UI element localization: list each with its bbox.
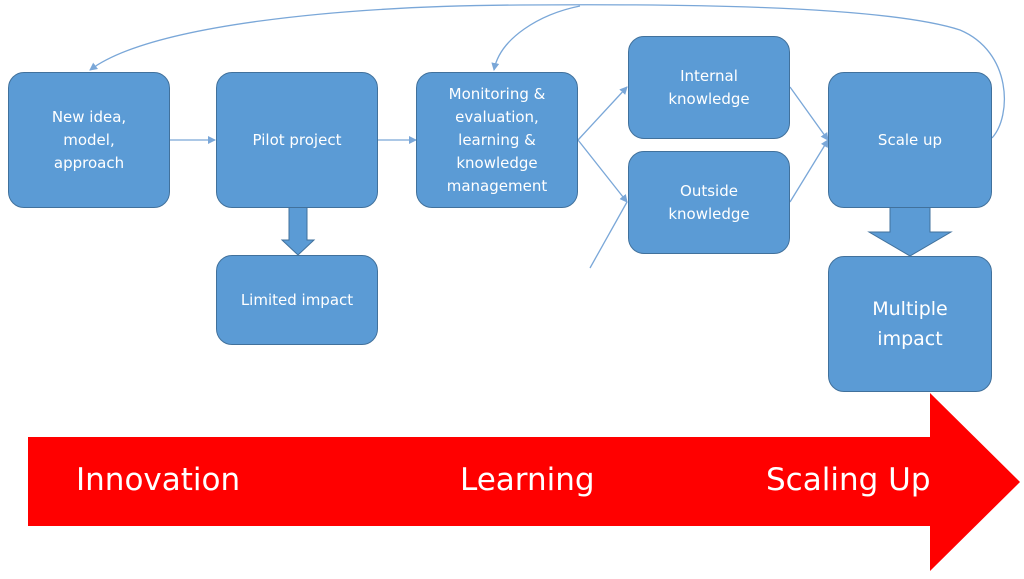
connector-monitoring-to-internal	[577, 86, 628, 141]
feedback-loop-to-monitoring	[491, 5, 581, 71]
node-pilot-project: Pilot project	[216, 72, 378, 208]
node-limited-impact: Limited impact	[216, 255, 378, 345]
connector-outside-to-scaleup	[789, 139, 829, 203]
stage-label-scaling-up: Scaling Up	[766, 462, 931, 498]
node-new-idea: New idea, model, approach	[8, 72, 170, 208]
feedback-loop-to-new-idea	[89, 4, 1006, 139]
stage-label-innovation: Innovation	[76, 462, 241, 498]
node-monitoring: Monitoring & evaluation, learning & know…	[416, 72, 578, 208]
stage-label-learning: Learning	[460, 462, 595, 498]
block-arrow-scaleup-to-multiple	[867, 205, 953, 257]
connector-monitoring-to-outside	[577, 139, 628, 203]
node-internal-knowledge: Internal knowledge	[628, 36, 790, 139]
node-outside-knowledge: Outside knowledge	[628, 151, 790, 254]
node-multiple-impact: Multiple impact	[828, 256, 992, 392]
banner-arrow	[28, 393, 1020, 571]
connector-internal-to-scaleup	[789, 86, 829, 141]
block-arrow-pilot-to-limited	[280, 205, 316, 256]
node-scale-up: Scale up	[828, 72, 992, 208]
connector-external-to-outside	[589, 201, 628, 269]
